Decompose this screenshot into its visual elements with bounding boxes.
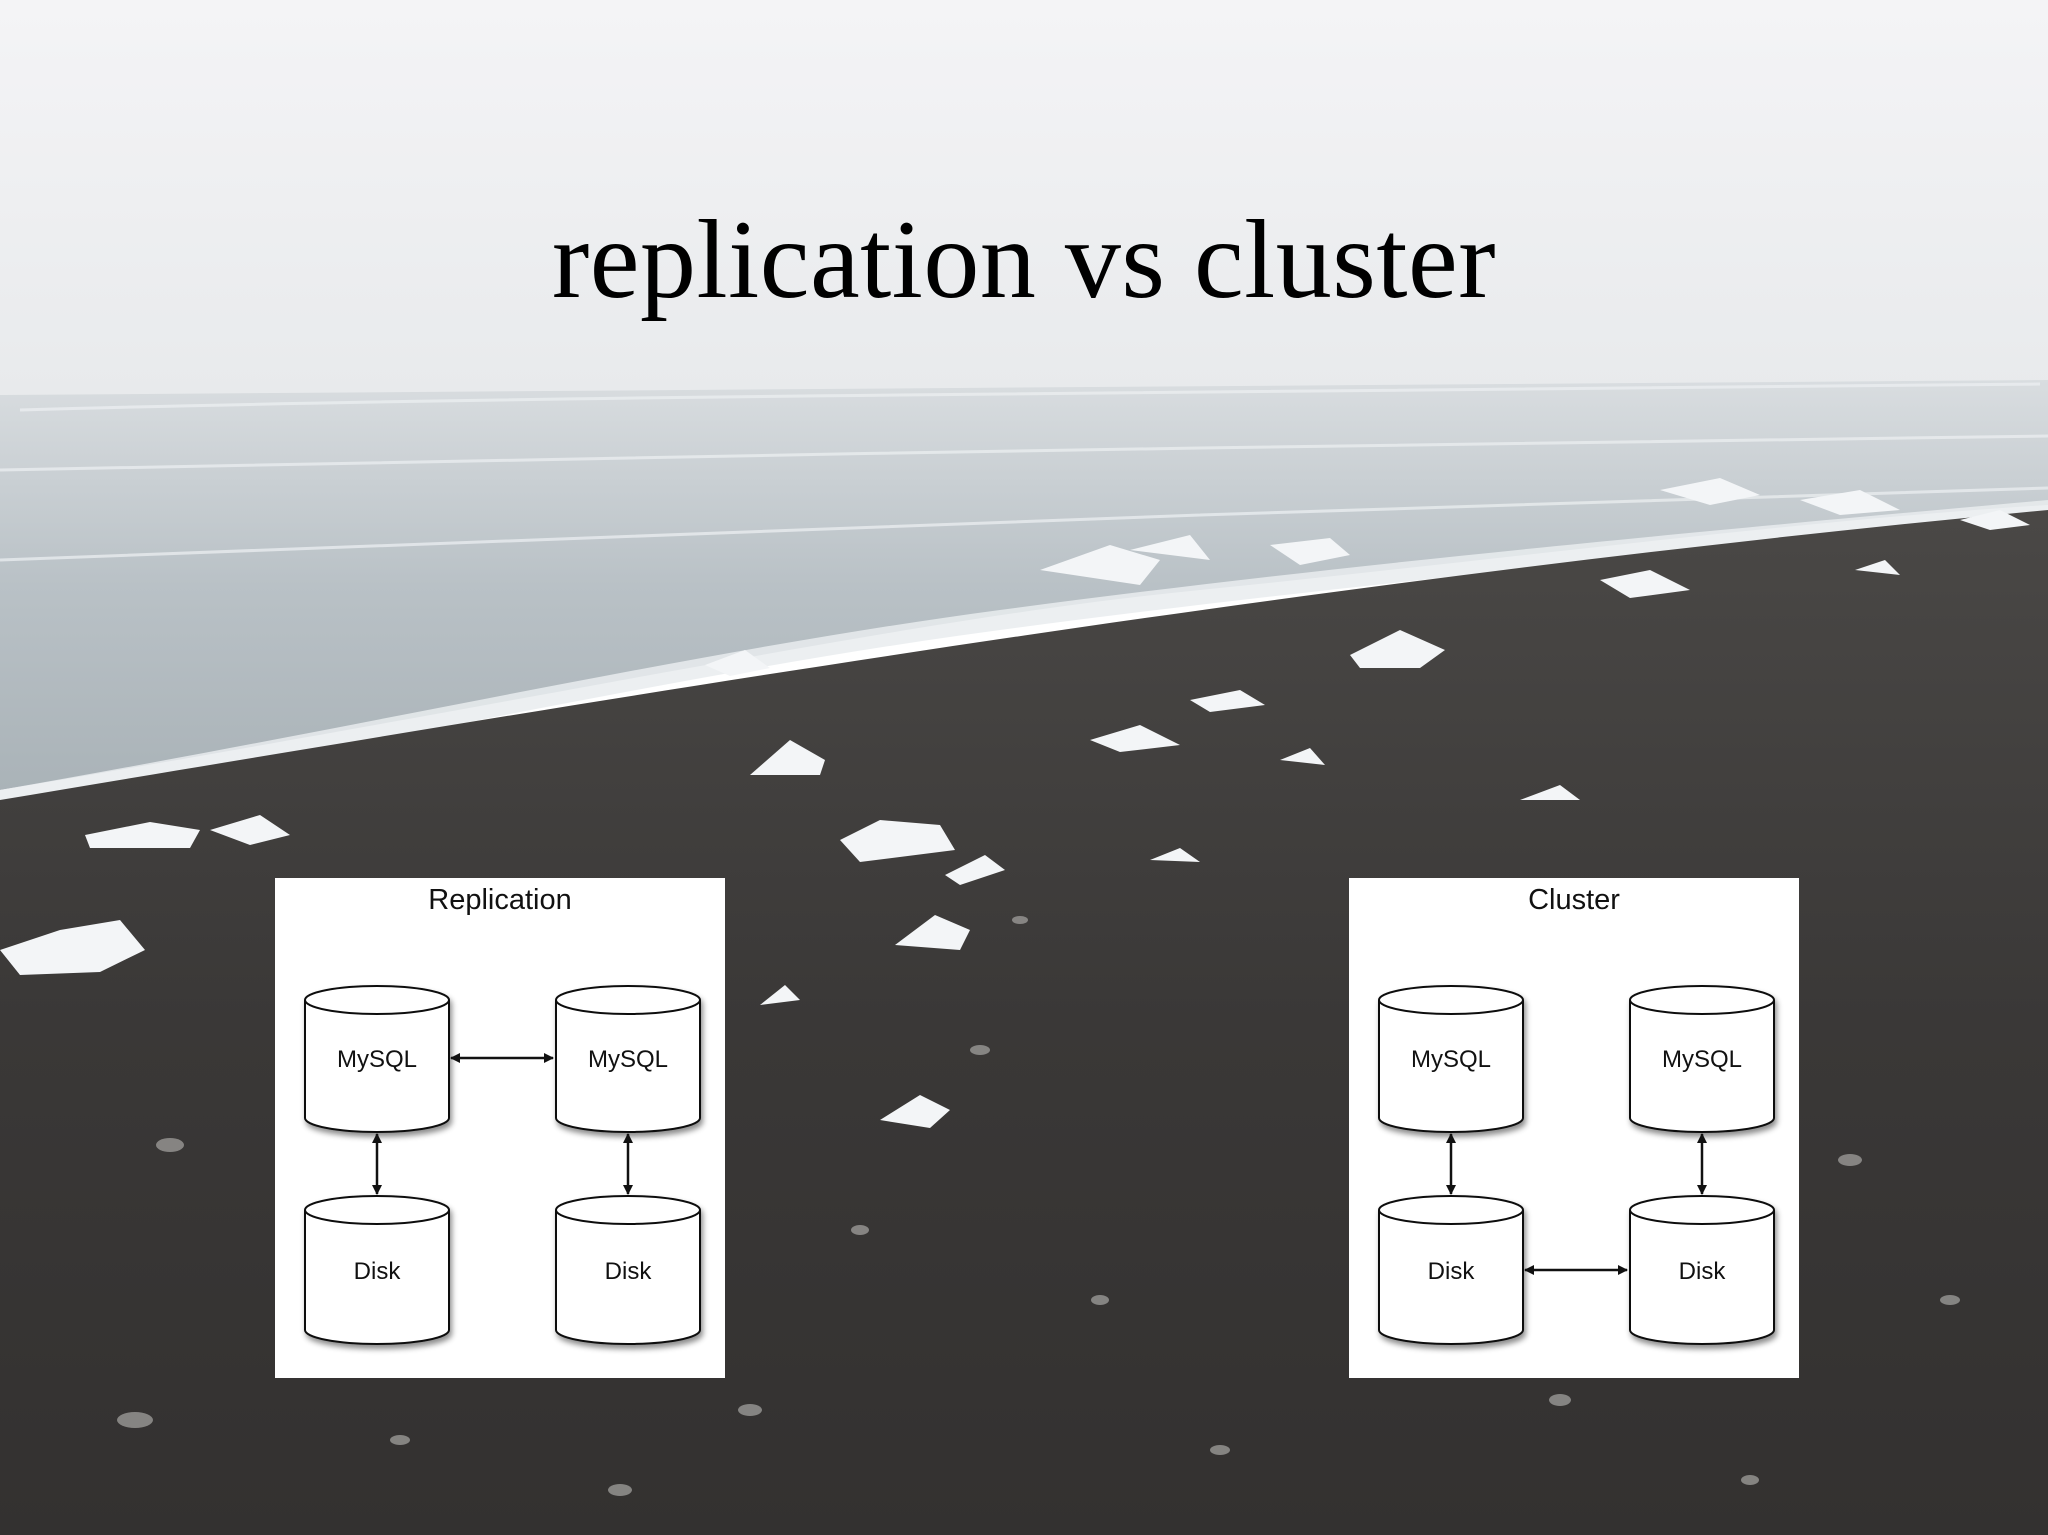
mysql-1-cylinder: [304, 985, 450, 1133]
node-label: MySQL: [587, 1046, 668, 1073]
diagram-title: Replication: [428, 884, 572, 916]
mysql-2-cylinder: [1629, 985, 1775, 1133]
disk-2-cylinder: [1629, 1195, 1775, 1345]
replication-diagram-graphic: [304, 985, 701, 1345]
disk-2-cylinder: [555, 1195, 701, 1345]
disk-1-cylinder: [1378, 1195, 1524, 1345]
node-label: Disk: [1678, 1258, 1726, 1285]
node-label: Disk: [353, 1258, 401, 1285]
mysql-2-cylinder: [555, 985, 701, 1133]
node-label: MySQL: [1410, 1046, 1491, 1073]
node-label: MySQL: [1661, 1046, 1742, 1073]
cluster-diagram-graphic: [1378, 985, 1775, 1345]
cluster-diagram: Cluster: [1349, 878, 1799, 1378]
node-label: Disk: [604, 1258, 652, 1285]
node-label: MySQL: [336, 1046, 417, 1073]
mysql-1-cylinder: [1378, 985, 1524, 1133]
disk-1-cylinder: [304, 1195, 450, 1345]
replication-diagram: Replication: [275, 878, 725, 1378]
diagram-title: Cluster: [1528, 884, 1620, 916]
node-label: Disk: [1427, 1258, 1475, 1285]
slide-title: replication vs cluster: [551, 198, 1497, 322]
